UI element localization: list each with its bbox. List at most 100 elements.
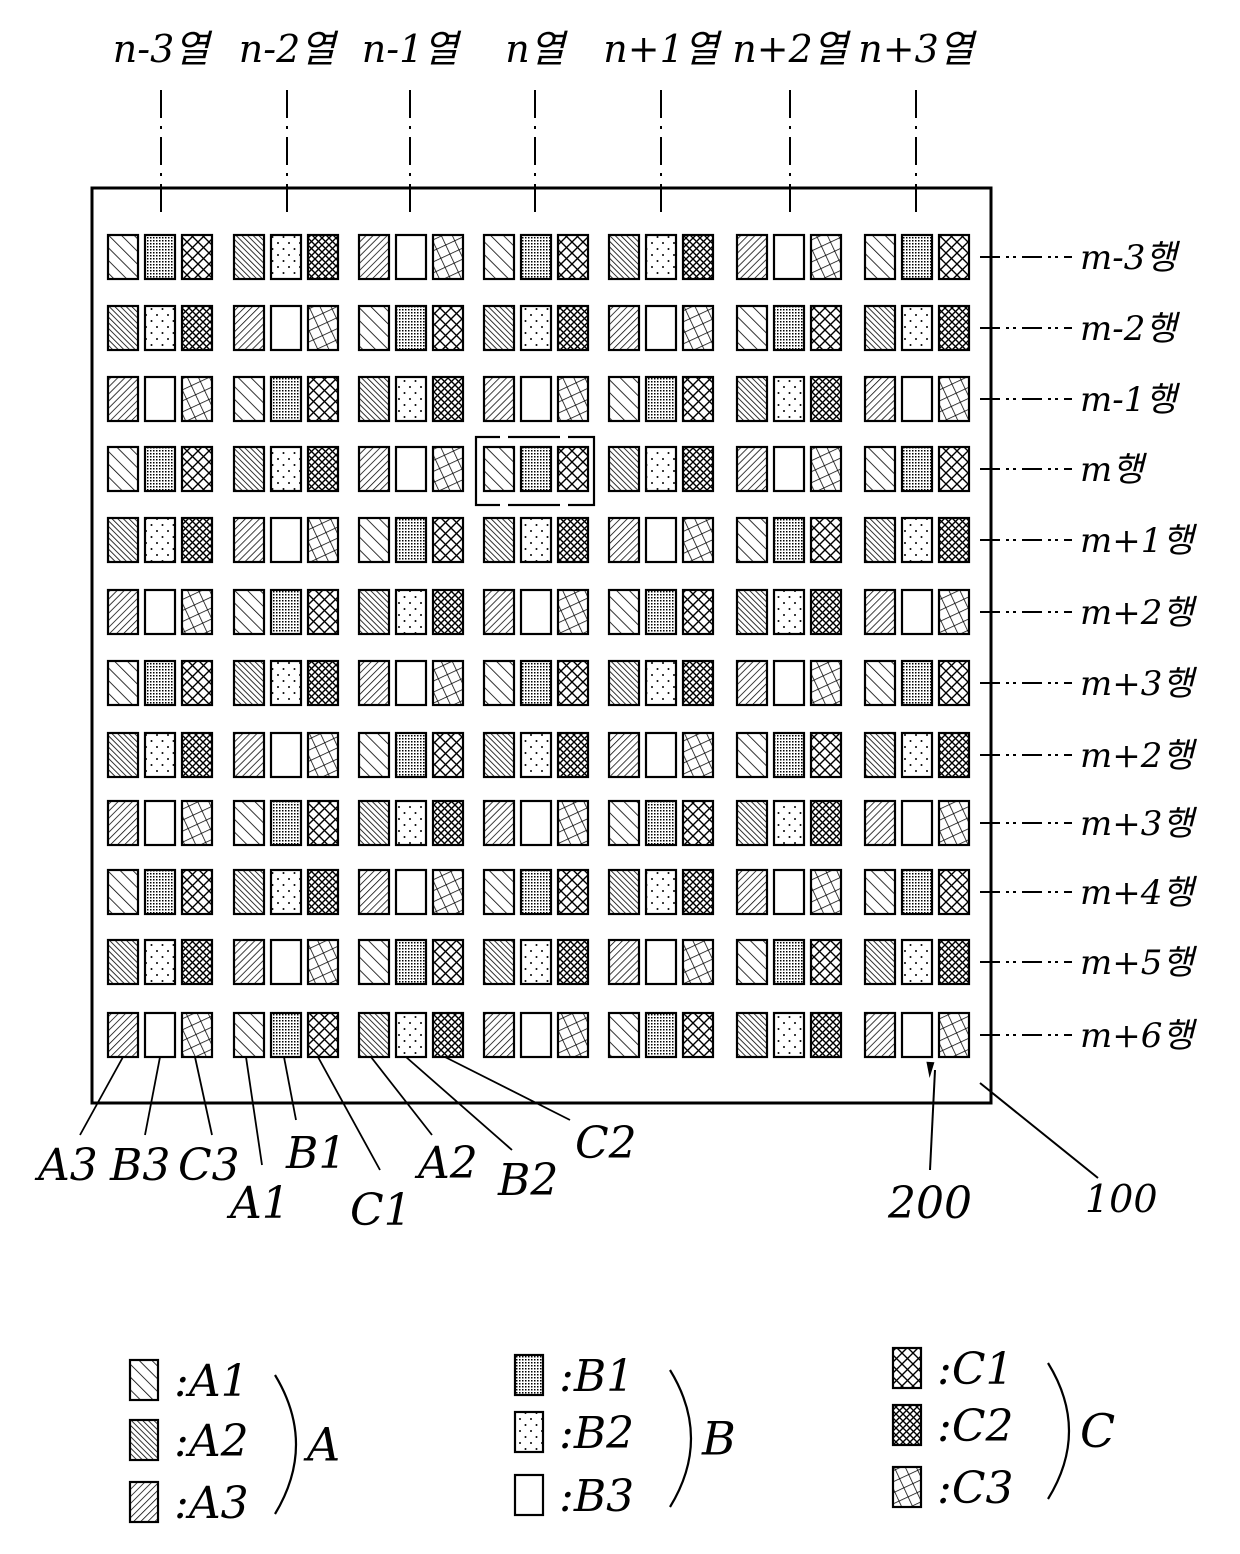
sub-pixel-a1 [484,235,514,279]
sub-pixel-c2 [182,940,212,984]
sub-pixel-a2 [737,590,767,634]
sub-pixel-b3 [145,377,175,421]
sub-pixel-a2 [484,940,514,984]
sub-pixel-c1 [811,306,841,350]
sub-pixel-b2 [646,870,676,914]
legend-swatch-a3 [130,1482,158,1522]
sub-pixel-a1 [865,661,895,705]
pixel [484,940,588,984]
legend-label-c2: :C2 [937,1401,1013,1452]
pixel [609,590,713,634]
sub-pixel-a1 [359,306,389,350]
legend-brace [275,1375,296,1514]
sub-pixel-c1 [558,447,588,491]
sub-pixel-b2 [145,940,175,984]
sub-pixel-a1 [484,661,514,705]
legend-label-c1: :C1 [937,1344,1013,1395]
sub-pixel-a1 [737,733,767,777]
pixel [234,235,338,279]
sub-pixel-a2 [234,235,264,279]
sub-pixel-c3 [683,733,713,777]
sub-pixel-b2 [271,235,301,279]
sub-pixel-b3 [521,801,551,845]
sub-pixel-a1 [609,377,639,421]
sub-pixel-b2 [902,733,932,777]
sub-pixel-b2 [646,235,676,279]
sub-pixel-c1 [182,447,212,491]
sub-pixel-b1 [271,1013,301,1057]
sub-pixel-a1 [359,940,389,984]
label-A3: A3 [34,1140,98,1191]
sub-pixel-c2 [182,733,212,777]
legend-group-label: C [1080,1404,1115,1458]
sub-pixel-c3 [683,306,713,350]
legend-swatch-c2 [893,1405,921,1445]
sub-pixel-c3 [308,940,338,984]
pixel [865,1013,969,1057]
pixel [865,590,969,634]
sub-pixel-a2 [234,447,264,491]
sub-pixel-c3 [811,447,841,491]
row-label: m+4행 [1080,873,1197,913]
sub-pixel-b1 [271,590,301,634]
sub-pixel-a3 [865,590,895,634]
sub-pixel-b2 [646,661,676,705]
row-label: m-2행 [1080,309,1180,349]
sub-pixel-c3 [811,661,841,705]
sub-pixel-a3 [234,518,264,562]
sub-pixel-c1 [939,235,969,279]
pixel [737,733,841,777]
sub-pixel-b1 [521,235,551,279]
sub-pixel-b2 [145,518,175,562]
pixel [737,590,841,634]
sub-pixel-c1 [433,733,463,777]
pixel-ref-label: 200 [887,1178,972,1229]
sub-pixel-b2 [271,661,301,705]
legend-swatch-b3 [515,1475,543,1515]
sub-pixel-c2 [811,801,841,845]
sub-pixel-c3 [939,590,969,634]
sub-pixel-b1 [521,447,551,491]
pixel [108,235,212,279]
sub-pixel-c2 [811,1013,841,1057]
pixel [609,306,713,350]
sub-pixel-c2 [308,447,338,491]
sub-pixel-b3 [774,870,804,914]
sub-pixel-b1 [396,733,426,777]
sub-pixel-b1 [774,306,804,350]
sub-pixel-a3 [359,870,389,914]
sub-pixel-c2 [558,518,588,562]
sub-pixel-a3 [108,377,138,421]
pixel [865,940,969,984]
sub-pixel-c1 [558,870,588,914]
label-A2: A2 [414,1138,478,1189]
sub-pixel-b1 [646,801,676,845]
sub-pixel-c2 [182,306,212,350]
pixel [484,801,588,845]
sub-pixel-a1 [108,870,138,914]
sub-pixel-a2 [737,377,767,421]
column-label: n+2열 [732,27,850,71]
legend-brace [1048,1363,1069,1499]
pixel [609,447,713,491]
sub-pixel-a1 [108,447,138,491]
sub-pixel-c2 [182,518,212,562]
sub-pixel-c3 [939,377,969,421]
sub-pixel-a1 [234,590,264,634]
sub-pixel-b3 [271,518,301,562]
pixel [609,661,713,705]
label-B1: B1 [285,1128,346,1179]
sub-pixel-a3 [234,306,264,350]
sub-pixel-c2 [558,940,588,984]
sub-pixel-a3 [108,801,138,845]
sub-pixel-a1 [865,870,895,914]
sub-pixel-a2 [359,1013,389,1057]
legend-swatch-c3 [893,1467,921,1507]
sub-pixel-a3 [737,870,767,914]
sub-pixel-a2 [865,733,895,777]
sub-pixel-b1 [396,306,426,350]
sub-pixel-b1 [521,870,551,914]
legend-label-b1: :B1 [559,1351,634,1402]
sub-pixel-c2 [308,235,338,279]
sub-pixel-b2 [521,306,551,350]
